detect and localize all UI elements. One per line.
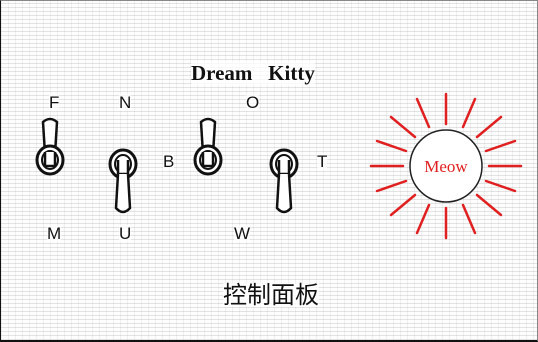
label-b: B — [163, 152, 175, 171]
label-t: T — [317, 152, 328, 171]
label-w: W — [234, 224, 251, 243]
meow-label: Meow — [424, 157, 468, 176]
toggle-switch-icon — [108, 148, 138, 214]
toggle-switch-icon — [193, 117, 223, 176]
panel-caption: 控制面板 — [223, 281, 319, 309]
label-n: N — [119, 93, 132, 112]
sunburst-icon — [369, 92, 523, 240]
toggle-switch-icon — [35, 117, 65, 176]
brand-title: Dream Kitty — [191, 61, 315, 86]
toggle-switch-icon — [269, 148, 299, 214]
toggle-switch-t[interactable] — [263, 146, 305, 218]
label-f: F — [49, 93, 60, 112]
toggle-switch-fm[interactable] — [29, 114, 71, 186]
toggle-switch-ow[interactable] — [187, 114, 229, 186]
label-u: U — [119, 224, 132, 243]
meow-circle — [409, 129, 483, 203]
label-m: M — [47, 224, 62, 243]
label-o: O — [246, 93, 260, 112]
toggle-switch-nu[interactable] — [102, 146, 144, 218]
meow-button[interactable]: Meow — [361, 81, 531, 251]
